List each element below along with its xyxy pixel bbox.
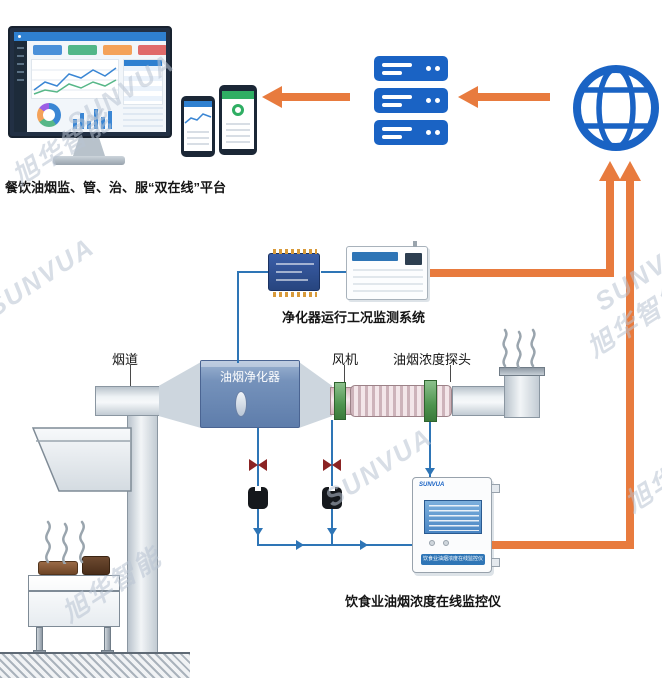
smartphone-icon	[181, 96, 215, 157]
dashboard-sidebar	[14, 41, 27, 132]
probe-label: 油烟浓度探头	[393, 352, 472, 367]
dashboard-screen	[14, 32, 166, 132]
kpi-chip	[68, 45, 97, 55]
device-text-lines	[353, 269, 423, 293]
dashboard-line-chart	[31, 59, 119, 99]
valve-icon	[249, 459, 267, 472]
signal-line	[321, 271, 347, 273]
stove-counter	[28, 575, 120, 627]
cooking-pot	[38, 561, 78, 575]
flow-arrow-down-icon	[327, 528, 337, 536]
dashboard-header-bar	[14, 32, 166, 41]
analyzer-caption: 饮食业油烟浓度在线监控仪	[345, 594, 502, 609]
purifier-inlet-transition	[159, 362, 201, 428]
watermark-brand: SUNVUA	[0, 231, 100, 323]
outlet-duct	[452, 386, 508, 416]
device-display	[405, 253, 422, 265]
purifier-monitor-caption: 净化器运行工况监测系统	[282, 310, 426, 325]
analyzer-button	[443, 540, 449, 546]
uplink-purifier-monitor-line	[430, 269, 614, 277]
sensor-bus-line	[257, 544, 414, 546]
uplink-analyzer-line	[492, 541, 634, 549]
dashboard-content	[27, 41, 166, 132]
analyzer-button	[429, 540, 435, 546]
floor-hatch	[0, 652, 190, 678]
monitor-stand	[72, 136, 106, 159]
flow-arrow-down-icon	[425, 468, 435, 476]
analyzer-screen	[424, 500, 482, 534]
globe-icon	[570, 62, 662, 154]
sensor-line-fan	[331, 420, 333, 546]
datalogger-module-icon	[268, 249, 320, 297]
signal-line	[237, 271, 239, 363]
flow-arrow-right-icon	[296, 540, 304, 550]
purifier-label: 油烟净化器	[219, 370, 280, 384]
dashboard-list	[123, 107, 163, 129]
platform-caption: 餐饮油烟监、管、治、服“双在线”平台	[5, 180, 227, 195]
uplink-purifier-monitor-riser	[606, 180, 614, 277]
monitor-stand-base	[53, 156, 125, 165]
uplink-analyzer-riser	[626, 180, 634, 549]
flue-leader-line	[130, 365, 131, 386]
uplink-purifier-monitor-arrow-icon	[599, 161, 621, 181]
kpi-chip	[33, 45, 62, 55]
arrow-cloud-to-servers-line	[476, 93, 550, 101]
analyzer-brand: SUNVUA	[419, 482, 445, 488]
arrow-servers-to-platform-icon	[262, 86, 282, 108]
analyzer-strip-label: 饮食业油烟浓度在线监控仪	[421, 554, 485, 565]
kpi-chip	[138, 45, 166, 55]
flow-arrow-right-icon	[360, 540, 368, 550]
mounting-tab	[491, 558, 500, 567]
fan-label: 风机	[332, 352, 359, 367]
antenna-icon	[413, 241, 417, 247]
dashboard-donut-chart	[37, 103, 61, 127]
flow-arrow-down-icon	[253, 528, 263, 536]
mounting-tab	[491, 484, 500, 493]
valve-icon	[323, 459, 341, 472]
current-clamp-icon	[322, 486, 342, 509]
kpi-chip	[103, 45, 132, 55]
dashboard-table	[123, 59, 163, 105]
signal-line	[237, 271, 269, 273]
outlet-elbow	[504, 374, 540, 418]
purifier-outlet-transition	[299, 362, 332, 428]
dashboard-monitor-icon	[8, 26, 172, 138]
kitchen-hood	[32, 427, 133, 493]
watermark-brand-cn: 旭华智能	[619, 431, 662, 518]
fume-probe	[424, 380, 437, 422]
cooking-pot	[82, 556, 110, 575]
flue-label: 烟道	[112, 352, 139, 367]
fan-leader-line	[344, 365, 345, 386]
arrow-cloud-to-servers-icon	[458, 86, 478, 108]
device-label-strip	[352, 252, 398, 261]
smartphone-icon	[219, 85, 257, 155]
oil-fume-purifier: 油烟净化器	[200, 360, 300, 428]
fume-concentration-analyzer: SUNVUA 饮食业油烟浓度在线监控仪	[412, 477, 500, 573]
probe-leader-line	[450, 365, 451, 382]
dashboard-bar-chart	[73, 101, 119, 129]
purifier-status-monitor-device	[346, 241, 428, 300]
purifier-indicator	[235, 391, 247, 417]
server-stack-icon	[374, 56, 448, 146]
fan-coupling-band	[334, 382, 346, 420]
current-clamp-icon	[248, 486, 268, 509]
uplink-analyzer-arrow-icon	[619, 161, 641, 181]
outlet-flange	[499, 367, 545, 376]
watermark-brand-cn: 旭华智能	[581, 276, 662, 363]
arrow-servers-to-platform-line	[280, 93, 350, 101]
